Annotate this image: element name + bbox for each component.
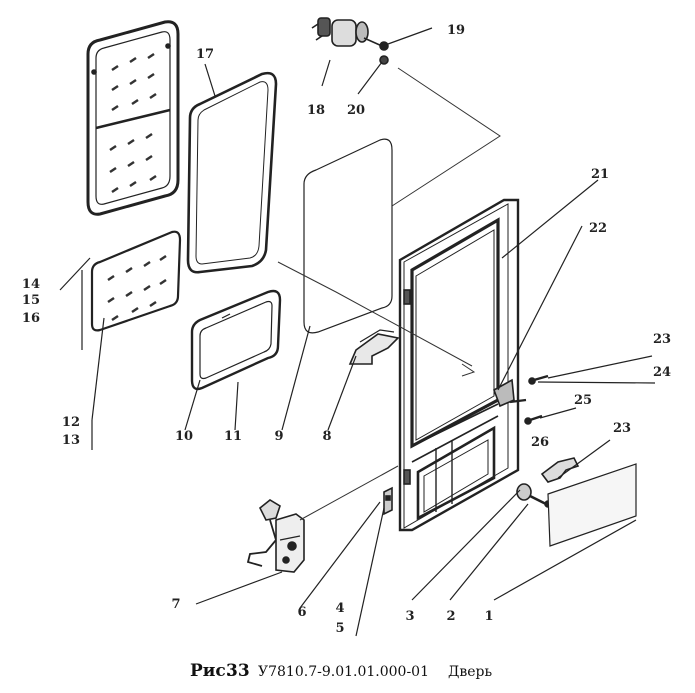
label-15: 15 (22, 293, 40, 308)
caption-code: У7810.7-9.01.01.000-01 (258, 664, 429, 680)
small-glass (90, 230, 182, 332)
screws (509, 374, 549, 425)
caption-number: 33 (226, 661, 250, 681)
label-12: 12 (62, 415, 80, 430)
label-18: 18 (307, 103, 325, 118)
vent-frame (190, 289, 282, 391)
door-frame (398, 198, 520, 532)
door-lock (246, 499, 305, 573)
lock-cylinder (311, 17, 389, 65)
inner-handle (348, 333, 400, 365)
label-16: 16 (22, 311, 40, 326)
label-11: 11 (224, 429, 242, 444)
window-seal (186, 71, 278, 274)
label-17: 17 (196, 47, 214, 62)
label-13: 13 (62, 433, 80, 448)
label-5: 5 (335, 621, 344, 636)
label-1: 1 (484, 609, 493, 624)
cover-panel (547, 463, 637, 547)
knob (516, 483, 552, 508)
label-14: 14 (22, 277, 40, 292)
latch-bracket (383, 486, 393, 516)
caption-title: Дверь (448, 664, 493, 680)
caption-prefix: Рис. (190, 661, 232, 681)
outer-handle (540, 457, 580, 483)
label-25: 25 (574, 393, 592, 408)
label-23-top: 23 (653, 332, 671, 347)
label-26: 26 (531, 435, 549, 450)
label-3: 3 (405, 609, 414, 624)
large-glass (303, 138, 393, 334)
label-9: 9 (274, 429, 283, 444)
label-10: 10 (175, 429, 193, 444)
label-20: 20 (347, 103, 365, 118)
label-21: 21 (591, 167, 609, 182)
label-23-bottom: 23 (613, 421, 631, 436)
label-4: 4 (335, 601, 344, 616)
label-22: 22 (589, 221, 607, 236)
label-19: 19 (447, 23, 465, 38)
window-frame-assembly (86, 20, 180, 216)
label-2: 2 (446, 609, 455, 624)
label-24: 24 (653, 365, 671, 380)
label-6: 6 (297, 605, 306, 620)
label-8: 8 (322, 429, 331, 444)
label-7: 7 (171, 597, 180, 612)
